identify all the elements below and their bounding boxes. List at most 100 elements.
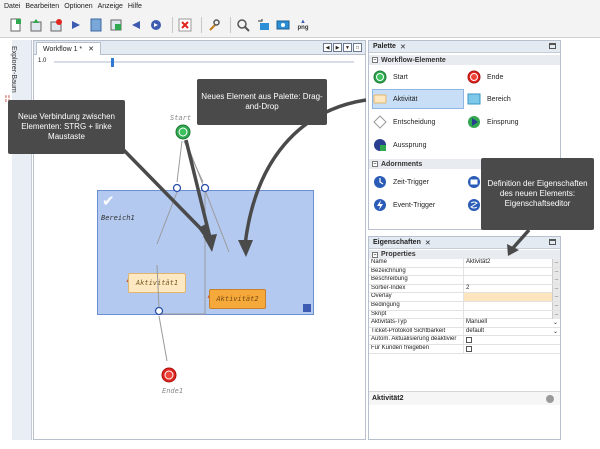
forward-icon[interactable] (68, 17, 84, 33)
chevron-down-icon[interactable]: ⌄ (552, 320, 558, 327)
palette-header: Palette ✕ (369, 41, 560, 53)
property-row[interactable]: Für Kunden freigeben (369, 344, 560, 354)
menu-optionen[interactable]: Optionen (64, 2, 93, 10)
maximize-icon[interactable] (549, 43, 556, 49)
collapse-icon[interactable]: – (372, 251, 378, 258)
palette-item-entscheidung[interactable]: Entscheidung (373, 112, 463, 132)
png-label: png (297, 24, 309, 31)
maximize-icon[interactable] (549, 239, 556, 245)
property-value[interactable]: 2... (464, 284, 560, 293)
more-icon[interactable]: ... (552, 293, 560, 302)
checkbox[interactable] (466, 337, 472, 344)
property-row[interactable]: Aktivitäts-Typ Manuell⌄ (369, 319, 560, 328)
checkbox[interactable] (466, 345, 472, 352)
property-row[interactable]: Bezeichnung ... (369, 267, 560, 277)
next-icon[interactable]: ▶ (333, 43, 342, 52)
resize-handle[interactable] (303, 304, 311, 312)
doc-icon[interactable] (108, 17, 124, 33)
more-icon[interactable]: ... (552, 259, 560, 267)
cancel-icon[interactable] (177, 17, 193, 33)
callout-new-connection: Neue Verbindung zwischen Elementen: STRG… (8, 100, 125, 154)
property-key: Bezeichnung (369, 267, 464, 276)
close-icon[interactable]: ✕ (424, 239, 431, 247)
exit-icon (373, 138, 387, 152)
section-adornments[interactable]: – Adornments (369, 159, 560, 169)
editor-nav-buttons: ◀ ▶ ▼ □ (322, 43, 362, 52)
properties-table: Name Aktivität2... Bezeichnung ... Besch… (369, 259, 560, 354)
palette-item-message-trigger[interactable] (467, 172, 487, 192)
collapse-icon[interactable]: – (372, 57, 378, 63)
script-icon (467, 198, 481, 212)
list-icon[interactable]: ▼ (343, 43, 352, 52)
section-properties[interactable]: – Properties (369, 250, 560, 259)
palette-item-start[interactable]: Start (373, 67, 463, 87)
menu-bearbeiten[interactable]: Bearbeiten (25, 2, 60, 10)
zoom-slider[interactable] (54, 61, 354, 63)
start-icon (373, 70, 387, 84)
explorer-tab-label[interactable]: Explorer-Baum (10, 46, 17, 93)
palette-item-einsprung[interactable]: Einsprung (467, 112, 557, 132)
property-row[interactable]: Autom. Aktualisierung deaktivier (369, 336, 560, 345)
palette-item-ende[interactable]: Ende (467, 67, 557, 87)
back-icon[interactable] (128, 17, 144, 33)
property-row[interactable]: Sortier-Index 2... (369, 284, 560, 294)
screen-icon[interactable] (275, 17, 291, 33)
export-icon[interactable] (148, 17, 164, 33)
property-key: Sortier-Index (369, 284, 464, 293)
property-value[interactable]: ... (464, 310, 560, 319)
property-value[interactable]: Aktivität2... (464, 259, 560, 267)
property-key: Für Kunden freigeben (369, 344, 464, 353)
property-value[interactable]: ... (464, 276, 560, 285)
save-icon[interactable] (88, 17, 104, 33)
window-icon[interactable] (255, 17, 271, 33)
property-row[interactable]: Skript ... (369, 310, 560, 320)
wrench-icon[interactable] (206, 17, 222, 33)
section-workflow-elemente[interactable]: – Workflow-Elemente (369, 55, 560, 65)
zoom-row: 1.0 (34, 56, 365, 68)
collapse-icon[interactable]: – (372, 161, 378, 167)
more-icon[interactable]: ... (552, 276, 560, 285)
aktivitaet2-node[interactable]: Aktivität2 (209, 289, 266, 309)
properties-panel: Eigenschaften ✕ – Properties Name Aktivi… (368, 236, 561, 440)
png-export-icon[interactable]: ▲ png (295, 17, 311, 33)
more-icon[interactable]: ... (552, 310, 560, 319)
property-row[interactable]: Ticket-Protokoll Sichtbarkeit default⌄ (369, 327, 560, 337)
palette-item-bereich[interactable]: Bereich (467, 89, 557, 109)
close-icon[interactable]: ✕ (88, 46, 95, 53)
property-row[interactable]: Name Aktivität2... (369, 259, 560, 268)
more-icon[interactable]: ... (552, 301, 560, 310)
more-icon[interactable]: ... (552, 284, 560, 293)
menu-hilfe[interactable]: Hilfe (127, 2, 142, 10)
tab-workflow-1[interactable]: Workflow 1 * ✕ (36, 42, 102, 55)
palette-item-script-trigger[interactable] (467, 195, 487, 215)
menu-anzeige[interactable]: Anzeige (97, 2, 123, 10)
callout-properties: Definition der Eigenschaften des neuen E… (481, 158, 594, 230)
palette-item-aktivitaet[interactable]: Aktivität (372, 89, 464, 109)
chevron-down-icon[interactable]: ⌄ (552, 328, 558, 335)
property-row[interactable]: Bedingung ... (369, 301, 560, 311)
palette-item-event-trigger[interactable]: Event-Trigger (373, 195, 463, 215)
palette-item-aussprung[interactable]: Aussprung (373, 135, 463, 155)
property-dropdown[interactable]: default⌄ (464, 328, 560, 336)
callout-new-element: Neues Element aus Palette: Drag-and-Drop (197, 79, 327, 125)
prev-icon[interactable]: ◀ (323, 43, 332, 52)
menu-datei[interactable]: Datei (4, 2, 21, 10)
property-dropdown[interactable]: Manuell⌄ (464, 319, 560, 327)
aktivitaet1-node[interactable]: Aktivität1 (128, 273, 186, 293)
upload-icon[interactable] (28, 17, 44, 33)
property-key: Aktivitäts-Typ (369, 319, 464, 327)
new-icon[interactable] (8, 17, 24, 33)
property-value[interactable]: ... (464, 267, 560, 276)
selected-element-name: Aktivität2 (372, 395, 404, 402)
more-icon[interactable]: ... (552, 267, 560, 276)
maximize-icon[interactable]: □ (353, 43, 362, 52)
property-row[interactable]: Beschreibung ... (369, 276, 560, 285)
palette-item-zeit-trigger[interactable]: Zeit-Trigger (373, 172, 463, 192)
property-value[interactable]: ... (464, 293, 560, 302)
zoom-icon[interactable] (235, 17, 251, 33)
property-value[interactable]: ... (464, 301, 560, 310)
close-icon[interactable]: ✕ (399, 43, 406, 51)
delete-icon[interactable] (48, 17, 64, 33)
zoom-slider-knob[interactable] (111, 58, 114, 67)
property-row[interactable]: Overlay ... (369, 293, 560, 302)
